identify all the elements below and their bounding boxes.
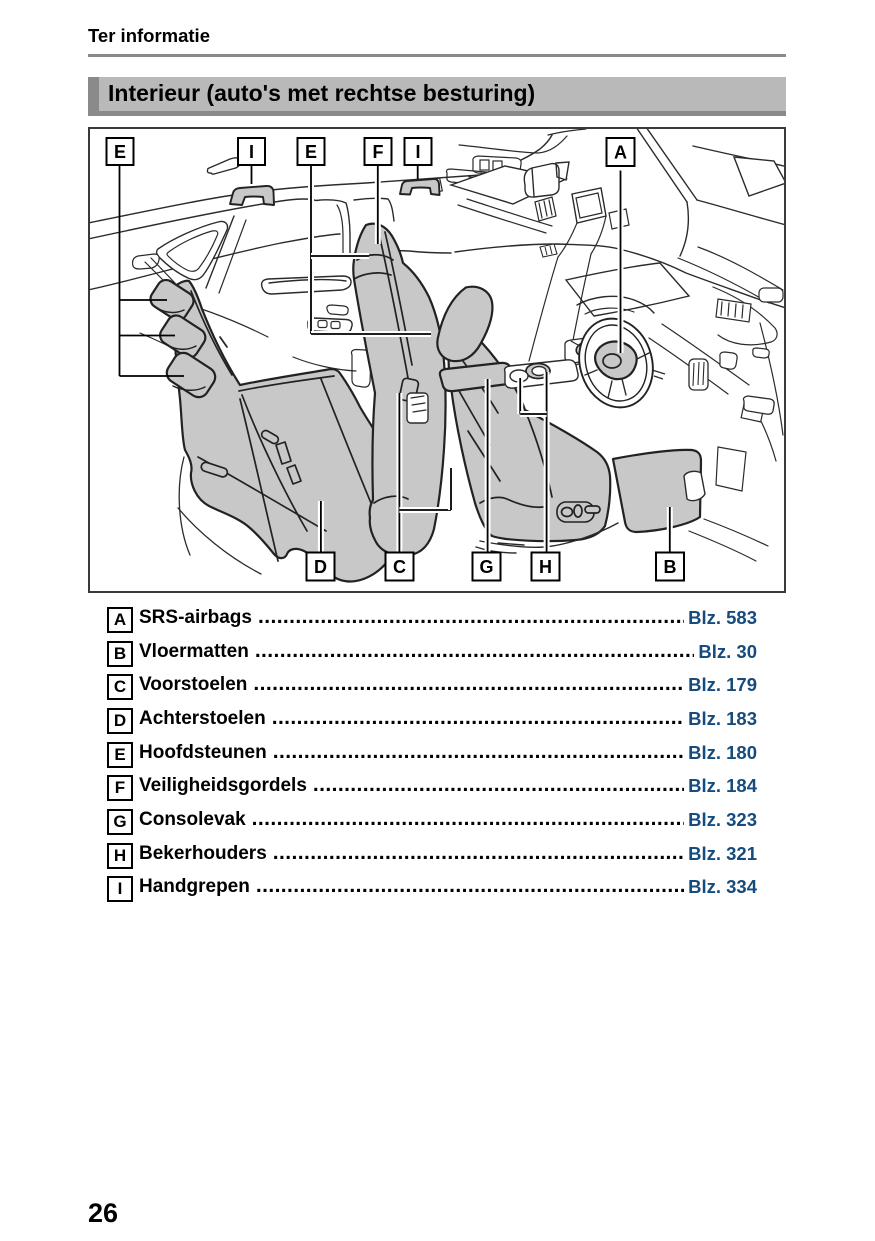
- svg-text:I: I: [249, 142, 254, 162]
- svg-text:C: C: [393, 557, 406, 577]
- svg-text:G: G: [479, 557, 493, 577]
- svg-text:B: B: [664, 557, 677, 577]
- svg-text:H: H: [539, 557, 552, 577]
- svg-text:D: D: [314, 557, 327, 577]
- svg-text:E: E: [305, 142, 317, 162]
- svg-text:E: E: [114, 142, 126, 162]
- svg-text:A: A: [614, 143, 627, 163]
- svg-text:F: F: [373, 142, 384, 162]
- svg-text:I: I: [415, 142, 420, 162]
